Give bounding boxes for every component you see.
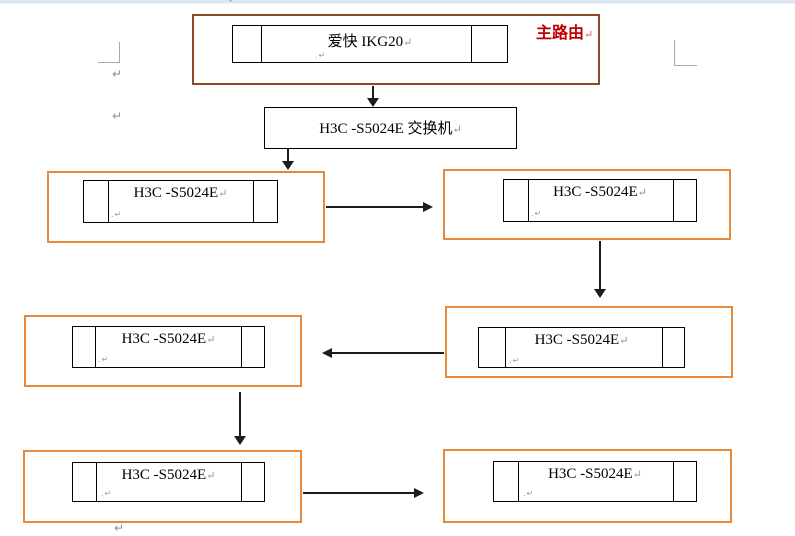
formatting-mark: .↵ — [315, 51, 327, 60]
formatting-mark: .↵ — [101, 489, 113, 498]
core-switch-label-text: H3C -S5024E 交换机 — [319, 121, 453, 137]
main-router-annotation-text: 主路由 — [536, 25, 585, 42]
connector-line — [372, 86, 374, 100]
paragraph-mark: ↵ — [206, 470, 216, 482]
arrowhead-down-icon — [282, 161, 294, 170]
paragraph-mark: ↵ — [206, 334, 216, 346]
paragraph-mark: ↵ — [632, 469, 642, 481]
margin-corner-mark — [674, 40, 675, 66]
device-divider — [253, 181, 254, 222]
arrowhead-right-icon — [423, 201, 433, 212]
switch5-device-shape[interactable]: H3C -S5024E↵ .↵ — [72, 462, 265, 502]
connector-line — [329, 351, 444, 354]
device-divider — [261, 26, 262, 62]
switch4-container-box[interactable]: H3C -S5024E↵ .↵ — [445, 306, 733, 378]
router-label-text: 爱快 IKG20 — [327, 34, 404, 50]
switch6-label-text: H3C -S5024E — [548, 466, 633, 482]
switch3-label-text: H3C -S5024E — [121, 331, 207, 347]
arrowhead-down-icon — [367, 98, 379, 107]
paragraph-mark: ↵ — [112, 109, 123, 123]
switch4-device-shape[interactable]: H3C -S5024E↵ .↵ — [478, 327, 685, 368]
switch1-label-text: H3C -S5024E — [133, 185, 219, 201]
connector-line — [599, 241, 601, 291]
core-switch-label: H3C -S5024E 交换机↵ — [265, 117, 516, 138]
paragraph-mark: ↵ — [114, 521, 125, 535]
margin-corner-mark — [98, 62, 120, 63]
device-divider — [505, 328, 506, 367]
formatting-mark: .↵ — [531, 209, 543, 218]
switch6-device-shape[interactable]: H3C -S5024E↵ .↵ — [493, 461, 697, 502]
router-label: 爱快 IKG20↵ — [233, 30, 507, 51]
device-divider — [95, 327, 96, 367]
device-divider — [528, 180, 529, 221]
switch4-label: H3C -S5024E↵ — [479, 332, 684, 349]
router-container-box[interactable]: 爱快 IKG20↵ .↵ — [192, 14, 600, 85]
arrowhead-left-icon — [322, 347, 332, 358]
arrowhead-right-icon — [414, 487, 424, 498]
core-switch-box[interactable]: H3C -S5024E 交换机↵ — [264, 107, 517, 149]
connector-line — [326, 205, 426, 208]
switch5-container-box[interactable]: H3C -S5024E↵ .↵ — [23, 450, 302, 523]
connector-sw1-to-sw2[interactable] — [326, 201, 433, 212]
device-divider — [241, 327, 242, 367]
formatting-mark: .↵ — [523, 489, 535, 498]
switch6-container-box[interactable]: H3C -S5024E↵ .↵ — [443, 449, 732, 523]
formatting-mark: .↵ — [98, 355, 110, 364]
paragraph-mark: ↵ — [228, 0, 238, 5]
device-divider — [518, 462, 519, 501]
connector-router-to-core[interactable] — [367, 86, 379, 107]
switch1-label: H3C -S5024E↵ — [84, 185, 277, 202]
connector-sw5-to-sw6[interactable] — [303, 487, 424, 498]
margin-corner-mark — [674, 65, 697, 66]
connector-sw2-to-sw4[interactable] — [594, 241, 606, 298]
switch2-label-text: H3C -S5024E — [553, 184, 638, 200]
formatting-mark: .↵ — [509, 356, 521, 365]
switch1-container-box[interactable]: H3C -S5024E↵ .↵ — [47, 171, 325, 243]
paragraph-mark: ↵ — [637, 187, 647, 199]
connector-core-to-sw1[interactable] — [282, 149, 294, 170]
paragraph-mark: ↵ — [619, 335, 629, 347]
device-divider — [662, 328, 663, 367]
switch3-device-shape[interactable]: H3C -S5024E↵ .↵ — [72, 326, 265, 368]
paragraph-mark: ↵ — [218, 188, 228, 200]
switch6-label: H3C -S5024E↵ — [494, 466, 696, 483]
connector-line — [287, 149, 289, 163]
device-divider — [673, 180, 674, 221]
switch3-container-box[interactable]: H3C -S5024E↵ .↵ — [24, 315, 302, 387]
switch2-label: H3C -S5024E↵ — [504, 184, 696, 201]
connector-line — [303, 491, 417, 494]
device-divider — [96, 463, 97, 501]
paragraph-mark: ↵ — [112, 67, 123, 81]
connector-sw3-to-sw5[interactable] — [234, 392, 246, 445]
arrowhead-down-icon — [234, 436, 246, 445]
formatting-mark: .↵ — [111, 210, 123, 219]
switch1-device-shape[interactable]: H3C -S5024E↵ .↵ — [83, 180, 278, 223]
device-divider — [471, 26, 472, 62]
main-router-annotation: 主路由↵ — [536, 19, 593, 43]
switch5-label-text: H3C -S5024E — [121, 467, 207, 483]
switch5-label: H3C -S5024E↵ — [73, 467, 264, 484]
margin-corner-mark — [119, 42, 120, 63]
device-divider — [108, 181, 109, 222]
connector-line — [239, 392, 241, 438]
switch3-label: H3C -S5024E↵ — [73, 331, 264, 348]
connector-sw4-to-sw3[interactable] — [322, 347, 444, 358]
window-top-edge — [0, 0, 795, 4]
switch4-label-text: H3C -S5024E — [534, 332, 620, 348]
switch2-device-shape[interactable]: H3C -S5024E↵ .↵ — [503, 179, 697, 222]
arrowhead-down-icon — [594, 289, 606, 298]
switch2-container-box[interactable]: H3C -S5024E↵ .↵ — [443, 169, 731, 240]
device-divider — [241, 463, 242, 501]
paragraph-mark: ↵ — [452, 124, 462, 136]
router-device-shape[interactable]: 爱快 IKG20↵ .↵ — [232, 25, 508, 63]
paragraph-mark: ↵ — [403, 37, 413, 49]
device-divider — [673, 462, 674, 501]
paragraph-mark: ↵ — [584, 29, 594, 41]
